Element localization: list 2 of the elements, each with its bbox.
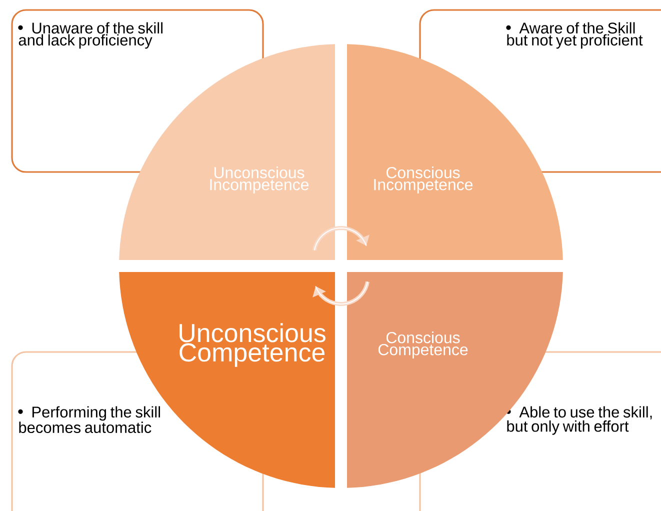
cycle-arrow — [312, 281, 370, 306]
cycle-arrow — [312, 226, 370, 251]
